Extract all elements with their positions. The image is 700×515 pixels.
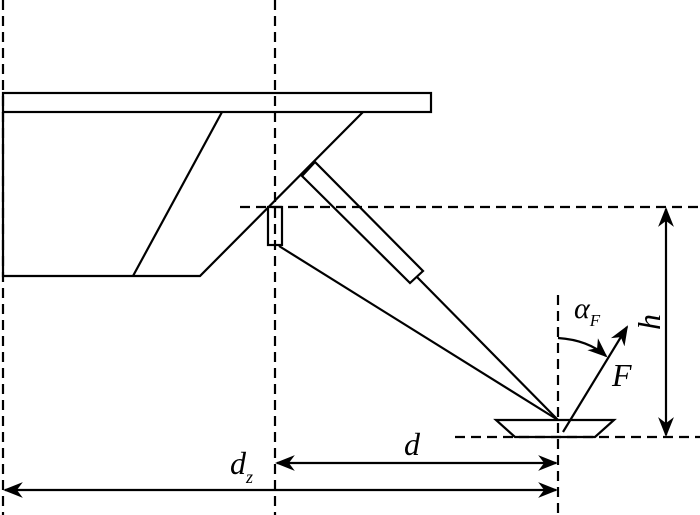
sensor-block xyxy=(266,205,284,247)
machine-body xyxy=(1,111,364,278)
body-inner-edge xyxy=(132,111,223,277)
force-label: F xyxy=(611,357,632,393)
distance-label: d xyxy=(404,426,421,462)
force-arrow xyxy=(562,325,629,433)
alpha-label: αF xyxy=(574,292,601,330)
target-object xyxy=(493,418,617,439)
sensor-sight-line xyxy=(278,245,559,421)
distance-z-label: dz xyxy=(230,445,253,487)
top-beam xyxy=(1,91,433,114)
height-label: h xyxy=(631,314,667,330)
camera-sight-line xyxy=(416,276,559,421)
camera-body xyxy=(300,160,425,285)
angle-arc xyxy=(557,336,608,358)
